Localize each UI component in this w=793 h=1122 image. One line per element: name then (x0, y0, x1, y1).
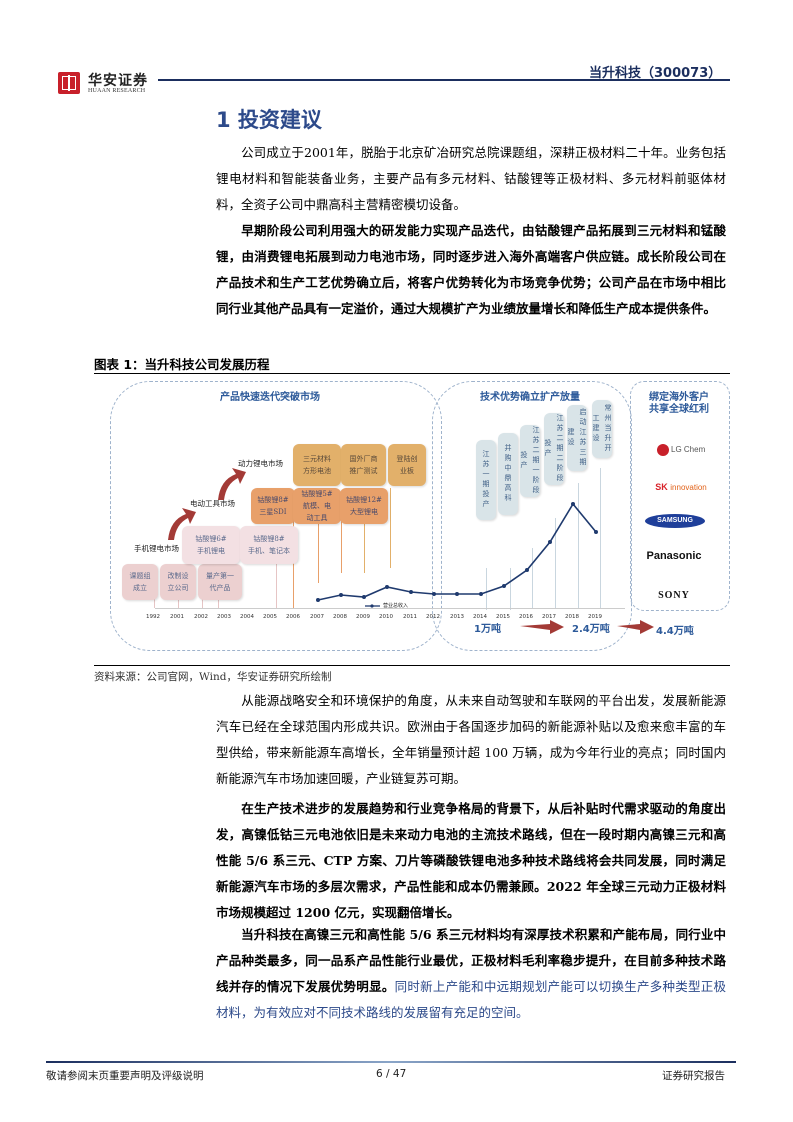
footer-report-type: 证券研究报告 (662, 1070, 725, 1082)
milestone-card: 国外厂商 推广测试 (341, 444, 386, 486)
timeline-axis (155, 608, 625, 609)
year-tick: 2019 (588, 614, 602, 620)
customer-samsung: SAMSUNG (645, 514, 705, 528)
figure-bottom-rule (94, 665, 730, 666)
milestone-card: 改制设 立公司 (160, 564, 196, 600)
market-label-tools: 电动工具市场 (190, 499, 235, 508)
year-tick: 2009 (356, 614, 370, 620)
capacity-label-1: 1万吨 (474, 624, 501, 635)
milestone-card: 江苏二期一阶段投产 (520, 425, 540, 497)
year-tick: 2015 (496, 614, 510, 620)
header-rule (158, 79, 730, 81)
year-tick: 2018 (565, 614, 579, 620)
footer-disclaimer: 敬请参阅末页重要声明及评级说明 (46, 1070, 204, 1082)
zone-title-2: 技术优势确立扩产放量 (480, 392, 580, 403)
year-tick: 2007 (310, 614, 324, 620)
zone-title-3: 绑定海外客户 共享全球红利 (649, 392, 709, 415)
year-tick: 2005 (263, 614, 277, 620)
paragraph-nev: 从能源战略安全和环境保护的角度，从未来自动驾驶和车联网的平台出发，发展新能源汽车… (216, 688, 726, 792)
paragraph-text-blue: 同时新上产能和中远期规划产能可以切换生产多种类型正极材料，为有效应对不同技术路线… (216, 979, 726, 1020)
year-tick: 2012 (426, 614, 440, 620)
customer-lg-chem: LG Chem (638, 444, 724, 456)
paragraph-text: 从能源战略安全和环境保护的角度，从未来自动驾驶和车联网的平台出发，发展新能源汽车… (216, 693, 726, 786)
figure-top-rule (94, 373, 730, 374)
year-tick: 1992 (146, 614, 160, 620)
milestone-card: 钴酸锂6# 手机锂电 (182, 526, 240, 564)
milestone-card: 量产第一 代产品 (198, 564, 242, 600)
customer-panasonic: Panasonic (646, 550, 702, 562)
figure-title: 图表 1：当升科技公司发展历程 (94, 357, 270, 372)
page-number: 6 / 47 (376, 1068, 407, 1080)
paragraph-text: 公司成立于2001年，脱胎于北京矿冶研究总院课题组，深耕正极材料二十年。业务包括… (216, 145, 726, 212)
milestone-card: 常州当升开工建设 (592, 400, 612, 458)
milestone-card: 启动江苏三期建设 (567, 405, 587, 471)
year-tick: 2014 (473, 614, 487, 620)
market-label-phone: 手机锂电市场 (134, 544, 179, 553)
year-tick: 2003 (217, 614, 231, 620)
paragraph-text: 在生产技术进步的发展趋势和行业竞争格局的背景下，从后补贴时代需求驱动的角度出发，… (216, 801, 726, 920)
milestone-card: 登陆创 业板 (388, 444, 426, 486)
milestone-card: 课题组 成立 (122, 564, 158, 600)
year-tick: 2010 (379, 614, 393, 620)
lg-logo-icon (656, 444, 669, 456)
zone-title-1: 产品快速迭代突破市场 (220, 392, 320, 403)
paragraph-intro: 公司成立于2001年，脱胎于北京矿冶研究总院课题组，深耕正极材料二十年。业务包括… (216, 140, 726, 218)
paragraph-stages: 早期阶段公司利用强大的研发能力实现产品迭代，由钴酸锂产品拓展到三元材料和锰酸锂，… (216, 218, 726, 322)
milestone-card: 钴酸锂5# 航模、电 动工具 (293, 488, 341, 524)
year-tick: 2011 (403, 614, 417, 620)
year-tick: 2001 (170, 614, 184, 620)
year-tick: 2016 (519, 614, 533, 620)
market-label-power: 动力锂电市场 (238, 459, 283, 468)
growth-arrows-icon (168, 468, 246, 540)
revenue-line-chart (316, 502, 654, 634)
paragraph-advantage: 当升科技在高镍三元和高性能 5/6 系三元材料均有深厚技术积累和产能布局，同行业… (216, 922, 726, 1026)
paragraph-text-bold: 当升科技在高镍三元和高性能 5/6 系三元材料均有深厚技术积累和产能布局，同行业… (216, 927, 726, 994)
logo-text-cn: 华安证券 (88, 73, 148, 89)
milestone-card: 钴酸锂8# 手机、笔记本 (240, 526, 298, 564)
huaan-logo-icon (58, 72, 80, 94)
milestone-card: 江苏二期二阶段投产 (544, 413, 564, 485)
paragraph-tech-route: 在生产技术进步的发展趋势和行业竞争格局的背景下，从后补贴时代需求驱动的角度出发，… (216, 796, 726, 926)
customer-sony: SONY (658, 590, 690, 601)
capacity-label-3: 4.4万吨 (656, 626, 694, 637)
year-tick: 2013 (450, 614, 464, 620)
logo-text-en: HUAAN RESEARCH (88, 88, 146, 94)
milestone-card: 并购中鼎高科 (498, 433, 518, 515)
customer-sk: SK innovation (655, 482, 707, 492)
milestone-card: 钴酸锂8# 三星SDI (251, 488, 295, 524)
paragraph-text: 早期阶段公司利用强大的研发能力实现产品迭代，由钴酸锂产品拓展到三元材料和锰酸锂，… (216, 223, 726, 316)
year-tick: 2002 (194, 614, 208, 620)
zone-box-2 (432, 381, 632, 651)
year-tick: 2008 (333, 614, 347, 620)
milestone-card: 江苏一期投产 (476, 440, 496, 520)
chart-legend-label: 营业总收入 (383, 603, 409, 609)
year-tick: 2017 (542, 614, 556, 620)
section-title: 1 投资建议 (216, 108, 322, 132)
year-tick: 2006 (286, 614, 300, 620)
zone-box-3 (630, 381, 730, 611)
customer-name: LG Chem (671, 445, 706, 455)
zone-box-1 (110, 381, 442, 651)
company-ticker: 当升科技（300073） (589, 66, 722, 81)
figure-source: 资料来源：公司官网，Wind，华安证券研究所绘制 (94, 671, 332, 683)
milestone-card: 三元材料 方形电池 (293, 444, 341, 486)
development-history-diagram: 产品快速迭代突破市场 技术优势确立扩产放量 绑定海外客户 共享全球红利 手机锂电… (110, 378, 730, 662)
milestone-card: 钴酸锂12# 大型锂电 (340, 488, 388, 524)
capacity-label-2: 2.4万吨 (572, 624, 610, 635)
footer-rule (46, 1061, 736, 1063)
year-tick: 2004 (240, 614, 254, 620)
